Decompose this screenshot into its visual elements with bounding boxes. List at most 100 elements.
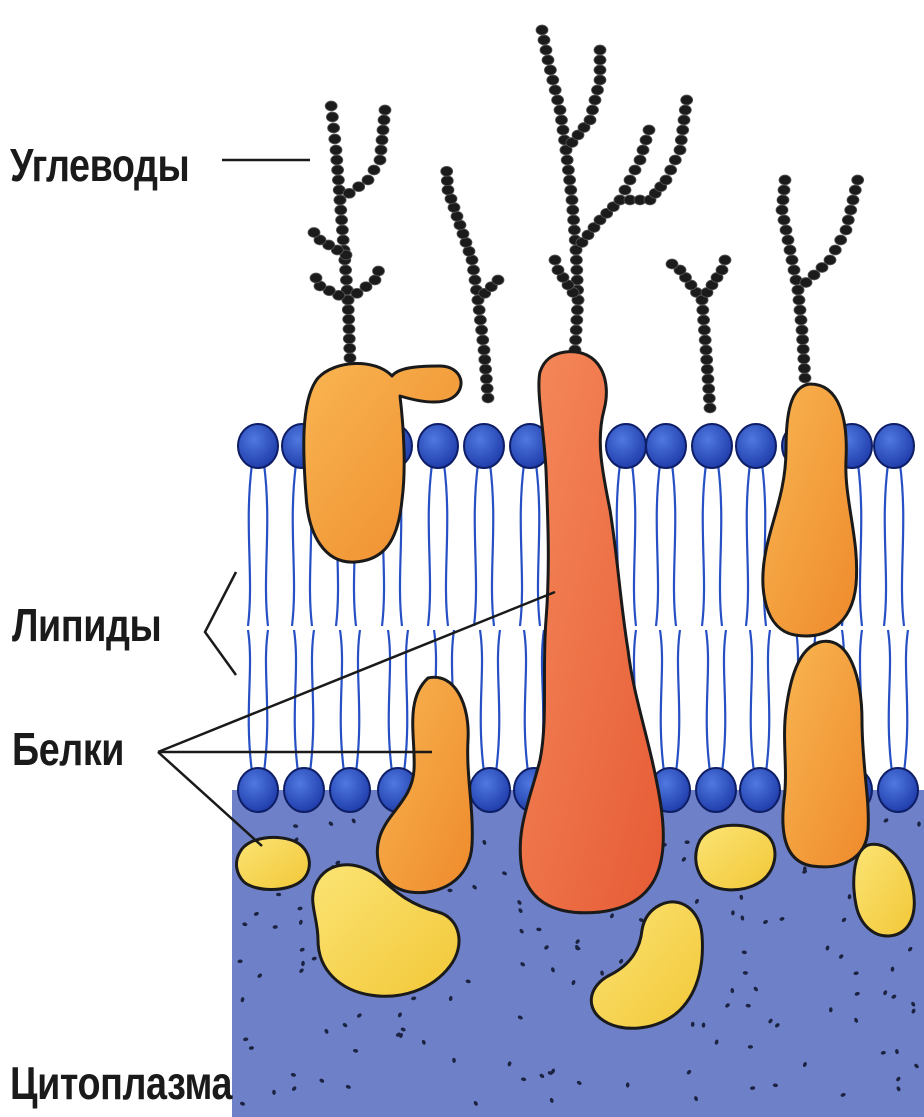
sugar-bead xyxy=(325,101,337,111)
sugar-bead xyxy=(568,215,580,225)
sugar-bead xyxy=(482,393,494,403)
label-lipids: Липиды xyxy=(12,598,161,652)
cytoplasm-dot xyxy=(748,1045,753,1049)
sugar-bead xyxy=(845,205,857,215)
sugar-bead xyxy=(373,266,385,276)
protein-top-right xyxy=(763,384,857,636)
sugar-bead xyxy=(377,125,389,135)
sugar-bead xyxy=(460,238,472,248)
sugar-bead xyxy=(328,123,340,133)
sugar-bead xyxy=(343,324,355,334)
lipid-head-bottom xyxy=(740,768,780,812)
label-proteins: Белки xyxy=(12,722,124,776)
sugar-bead xyxy=(441,166,453,176)
sugar-bead xyxy=(829,245,841,255)
sugar-bead xyxy=(547,75,559,85)
cytoplasm-dot xyxy=(684,840,689,844)
leader-lipids-bracket xyxy=(205,572,236,675)
label-carbohydrates: Углеводы xyxy=(10,138,189,192)
sugar-bead xyxy=(445,194,457,204)
sugar-bead xyxy=(675,135,687,145)
sugar-bead xyxy=(469,275,481,285)
sugar-bead xyxy=(700,345,712,355)
sugar-bead xyxy=(619,185,631,195)
sugar-bead xyxy=(780,225,792,235)
sugar-bead xyxy=(310,273,322,283)
sugar-bead xyxy=(703,393,715,403)
sugar-bead xyxy=(331,155,343,165)
sugar-bead xyxy=(374,155,386,165)
sugar-bead xyxy=(798,354,810,364)
lipid-head-bottom xyxy=(470,768,510,812)
sugar-bead xyxy=(562,165,574,175)
sugar-bead xyxy=(343,188,355,198)
sugar-bead xyxy=(778,215,790,225)
sugar-bead xyxy=(571,265,583,275)
sugar-bead xyxy=(660,175,672,185)
sugar-bead xyxy=(788,265,800,275)
sugar-bead xyxy=(594,55,606,65)
sugar-bead xyxy=(466,255,478,265)
sugar-bead xyxy=(701,364,713,374)
sugar-bead xyxy=(698,325,710,335)
sugar-bead xyxy=(640,135,652,145)
protein-yellow-3 xyxy=(696,825,775,890)
sugar-bead xyxy=(368,165,380,175)
sugar-bead xyxy=(556,115,568,125)
sugar-bead xyxy=(340,265,352,275)
sugar-bead xyxy=(335,205,347,215)
sugar-bead xyxy=(344,353,356,363)
sugar-bead xyxy=(592,85,604,95)
sugar-bead xyxy=(474,315,486,325)
sugar-bead xyxy=(332,165,344,175)
sugar-bead xyxy=(794,305,806,315)
sugar-bead xyxy=(666,259,678,269)
sugar-bead xyxy=(337,235,349,245)
sugar-bead xyxy=(552,95,564,105)
sugar-bead xyxy=(343,334,355,344)
sugar-bead xyxy=(824,255,836,265)
sugar-bead xyxy=(329,134,341,144)
sugar-bead xyxy=(786,255,798,265)
sugar-bead xyxy=(448,203,460,213)
sugar-bead xyxy=(457,229,469,239)
sugar-bead xyxy=(332,175,344,185)
sugar-bead xyxy=(379,105,391,115)
sugar-bead xyxy=(678,115,690,125)
lipid-tail-top xyxy=(884,464,904,626)
sugar-bead xyxy=(326,112,338,122)
sugar-bead xyxy=(594,65,606,75)
sugar-bead xyxy=(782,235,794,245)
lipid-head-bottom xyxy=(878,768,918,812)
lipid-head-top xyxy=(874,424,914,468)
protein-yellow-1 xyxy=(237,837,310,889)
sugar-bead xyxy=(375,145,387,155)
lipid-tail-top xyxy=(702,464,722,626)
sugar-bead xyxy=(797,335,809,345)
sugar-bead xyxy=(634,155,646,165)
lipid-head-top xyxy=(736,424,776,468)
sugar-bead xyxy=(793,295,805,305)
sugar-bead xyxy=(698,315,710,325)
sugar-bead xyxy=(681,95,693,105)
sugar-bead xyxy=(479,355,491,365)
lipid-tail-bottom xyxy=(480,630,500,772)
sugar-bead xyxy=(570,325,582,335)
lipid-tail-bottom xyxy=(294,630,314,772)
sugar-bead xyxy=(702,374,714,384)
sugar-bead xyxy=(704,403,716,413)
lipid-head-top xyxy=(692,424,732,468)
sugar-bead xyxy=(795,315,807,325)
sugar-bead xyxy=(342,305,354,315)
sugar-bead xyxy=(441,176,453,186)
sugar-bead xyxy=(463,246,475,256)
sugar-bead xyxy=(697,305,709,315)
sugar-bead xyxy=(779,175,791,185)
sugar-bead xyxy=(643,125,655,135)
sugar-bead xyxy=(776,205,788,215)
lipid-head-top xyxy=(418,424,458,468)
sugar-bead xyxy=(674,145,686,155)
sugar-bead xyxy=(847,195,859,205)
lipid-tail-bottom xyxy=(340,630,360,772)
lipid-tail-top xyxy=(656,464,676,626)
